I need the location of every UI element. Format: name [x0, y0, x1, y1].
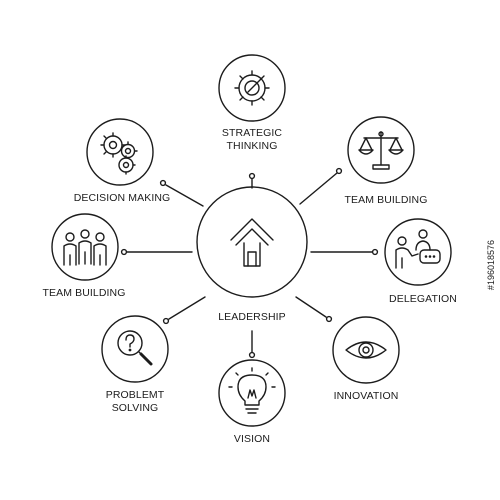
node-team-building-right: [347, 116, 415, 184]
leadership-center-node: [196, 186, 308, 298]
label-decision-making: DECISION MAKING: [72, 192, 172, 205]
connector-lines: [120, 167, 379, 359]
scales-icon: [358, 131, 404, 170]
node-decision-making: [86, 118, 154, 186]
label-vision: VISION: [202, 433, 302, 446]
house-arrow-icon: [230, 218, 274, 267]
label-delegation: DELEGATION: [373, 293, 473, 306]
label-delegation-text: DELEGATION: [389, 293, 457, 305]
node-strategic-thinking: [218, 54, 286, 122]
label-team-building-left: TEAM BUILDING: [34, 287, 134, 300]
label-decision-making-text: DECISION MAKING: [73, 192, 171, 204]
label-strategic-thinking: STRATEGIC THINKING: [202, 127, 302, 153]
node-problem-solving: [101, 315, 169, 383]
label-leadership-text: LEADERSHIP: [218, 311, 286, 323]
label-innovation-text: INNOVATION: [333, 390, 399, 402]
label-problem-line1: PROBLEMT: [105, 389, 165, 401]
label-team-building-left-text: TEAM BUILDING: [42, 287, 126, 299]
label-vision-text: VISION: [233, 433, 271, 445]
label-leadership: LEADERSHIP: [202, 311, 302, 324]
node-team-building-left: [51, 213, 119, 281]
lightbulb-icon: [228, 367, 276, 414]
label-problem-line2: SOLVING: [111, 402, 159, 414]
label-problem-solving: PROBLEMT SOLVING: [85, 389, 185, 415]
delegation-icon: [395, 229, 441, 269]
team-icon: [63, 229, 107, 266]
label-team-building-right: TEAM BUILDING: [336, 194, 436, 207]
label-team-building-right-text: TEAM BUILDING: [344, 194, 428, 206]
label-strategic-line1: STRATEGIC: [221, 127, 283, 139]
gears-icon: [100, 132, 138, 175]
label-strategic-line2: THINKING: [226, 140, 278, 152]
node-delegation: [384, 218, 452, 286]
watermark-id: #196018576: [486, 240, 496, 291]
eye-icon: [345, 341, 387, 359]
gear-pen-icon: [234, 70, 270, 106]
node-innovation: [332, 316, 400, 384]
magnifier-question-icon: [117, 330, 153, 366]
node-vision: [218, 359, 286, 427]
label-innovation: INNOVATION: [316, 390, 416, 403]
